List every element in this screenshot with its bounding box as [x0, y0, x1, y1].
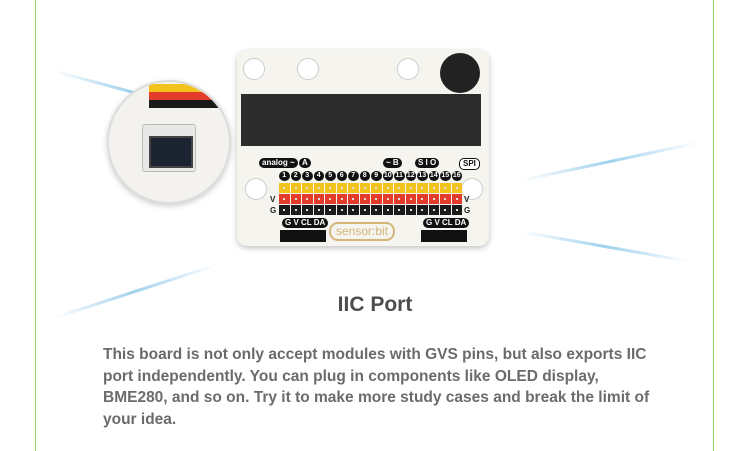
pin-number: 10 — [382, 171, 393, 181]
header-pin — [359, 183, 370, 193]
vcc-pin-row — [279, 194, 462, 204]
header-pin — [302, 194, 313, 204]
v-label: V — [464, 195, 470, 204]
header-pin — [348, 205, 359, 215]
header-pin — [394, 205, 405, 215]
header-pin — [371, 194, 382, 204]
header-pin — [394, 183, 405, 193]
header-pin — [451, 194, 462, 204]
pin-number: 2 — [290, 171, 301, 181]
oled-magnifier-image — [107, 80, 231, 204]
ground-pin-row — [279, 205, 462, 215]
spi-label: SPI — [459, 158, 480, 170]
header-pin — [290, 194, 301, 204]
header-pin — [451, 205, 462, 215]
header-pin — [371, 183, 382, 193]
header-pin — [325, 205, 336, 215]
pin-number: 13 — [417, 171, 428, 181]
g-label: G — [464, 206, 471, 215]
header-pin — [313, 183, 324, 193]
section-heading: IIC Port — [337, 293, 413, 316]
analog-label: analog ~ — [259, 158, 298, 168]
header-pin — [302, 183, 313, 193]
mounting-hole — [245, 178, 267, 200]
header-pin — [336, 205, 347, 215]
header-pin — [451, 183, 462, 193]
header-pin — [440, 194, 451, 204]
mounting-hole — [297, 58, 319, 80]
b-label: ~ B — [383, 158, 402, 168]
header-pin — [371, 205, 382, 215]
pin-number: 8 — [359, 171, 370, 181]
iic-header — [421, 230, 467, 242]
header-pin — [440, 205, 451, 215]
header-pin — [313, 205, 324, 215]
header-pin — [348, 183, 359, 193]
oled-display — [142, 124, 196, 172]
sio-label: S I O — [415, 158, 440, 168]
header-pin — [405, 183, 416, 193]
microbit-edge-connector — [241, 94, 481, 146]
header-pin — [290, 205, 301, 215]
section-description: This board is not only accept modules wi… — [103, 346, 650, 428]
light-streak — [521, 141, 699, 182]
g-label: G — [270, 206, 277, 215]
header-pin — [336, 183, 347, 193]
mounting-hole — [243, 58, 265, 80]
header-pin — [336, 194, 347, 204]
header-pin — [382, 183, 393, 193]
header-pin — [428, 205, 439, 215]
right-border-line — [713, 0, 714, 451]
pin-number: 5 — [325, 171, 336, 181]
a-label: A — [299, 158, 311, 168]
header-pin — [325, 194, 336, 204]
header-pin — [290, 183, 301, 193]
sensor-bit-logo: sensor:bit — [329, 222, 396, 241]
left-border-line — [35, 0, 36, 451]
header-pin — [359, 194, 370, 204]
pin-number: 11 — [394, 171, 405, 181]
header-pin — [325, 183, 336, 193]
header-pin — [302, 205, 313, 215]
header-pin — [417, 205, 428, 215]
pin-number: 14 — [428, 171, 439, 181]
header-pin — [279, 194, 290, 204]
header-pin — [313, 194, 324, 204]
header-pin — [279, 183, 290, 193]
pin-number: 1 — [279, 171, 290, 181]
iic-label: G V CL DA — [282, 218, 329, 228]
light-streak — [521, 230, 689, 263]
pin-number: 15 — [440, 171, 451, 181]
header-pin — [440, 183, 451, 193]
pin-number: 12 — [405, 171, 416, 181]
buzzer — [440, 53, 480, 93]
v-label: V — [270, 195, 276, 204]
header-pin — [382, 205, 393, 215]
header-pin — [359, 205, 370, 215]
pin-number: 4 — [313, 171, 324, 181]
pin-number: 6 — [336, 171, 347, 181]
iic-label: G V CL DA — [423, 218, 470, 228]
header-pin — [382, 194, 393, 204]
header-pin — [428, 194, 439, 204]
header-pin — [428, 183, 439, 193]
header-pin — [394, 194, 405, 204]
pin-number: 16 — [451, 171, 462, 181]
signal-pin-row — [279, 183, 462, 193]
header-pin — [405, 205, 416, 215]
header-pin — [417, 183, 428, 193]
iic-header — [280, 230, 326, 242]
pin-number: 9 — [371, 171, 382, 181]
header-pin — [279, 205, 290, 215]
mounting-hole — [397, 58, 419, 80]
pin-number: 3 — [302, 171, 313, 181]
header-pin — [405, 194, 416, 204]
header-pin — [417, 194, 428, 204]
pin-number: 7 — [348, 171, 359, 181]
header-pin — [348, 194, 359, 204]
